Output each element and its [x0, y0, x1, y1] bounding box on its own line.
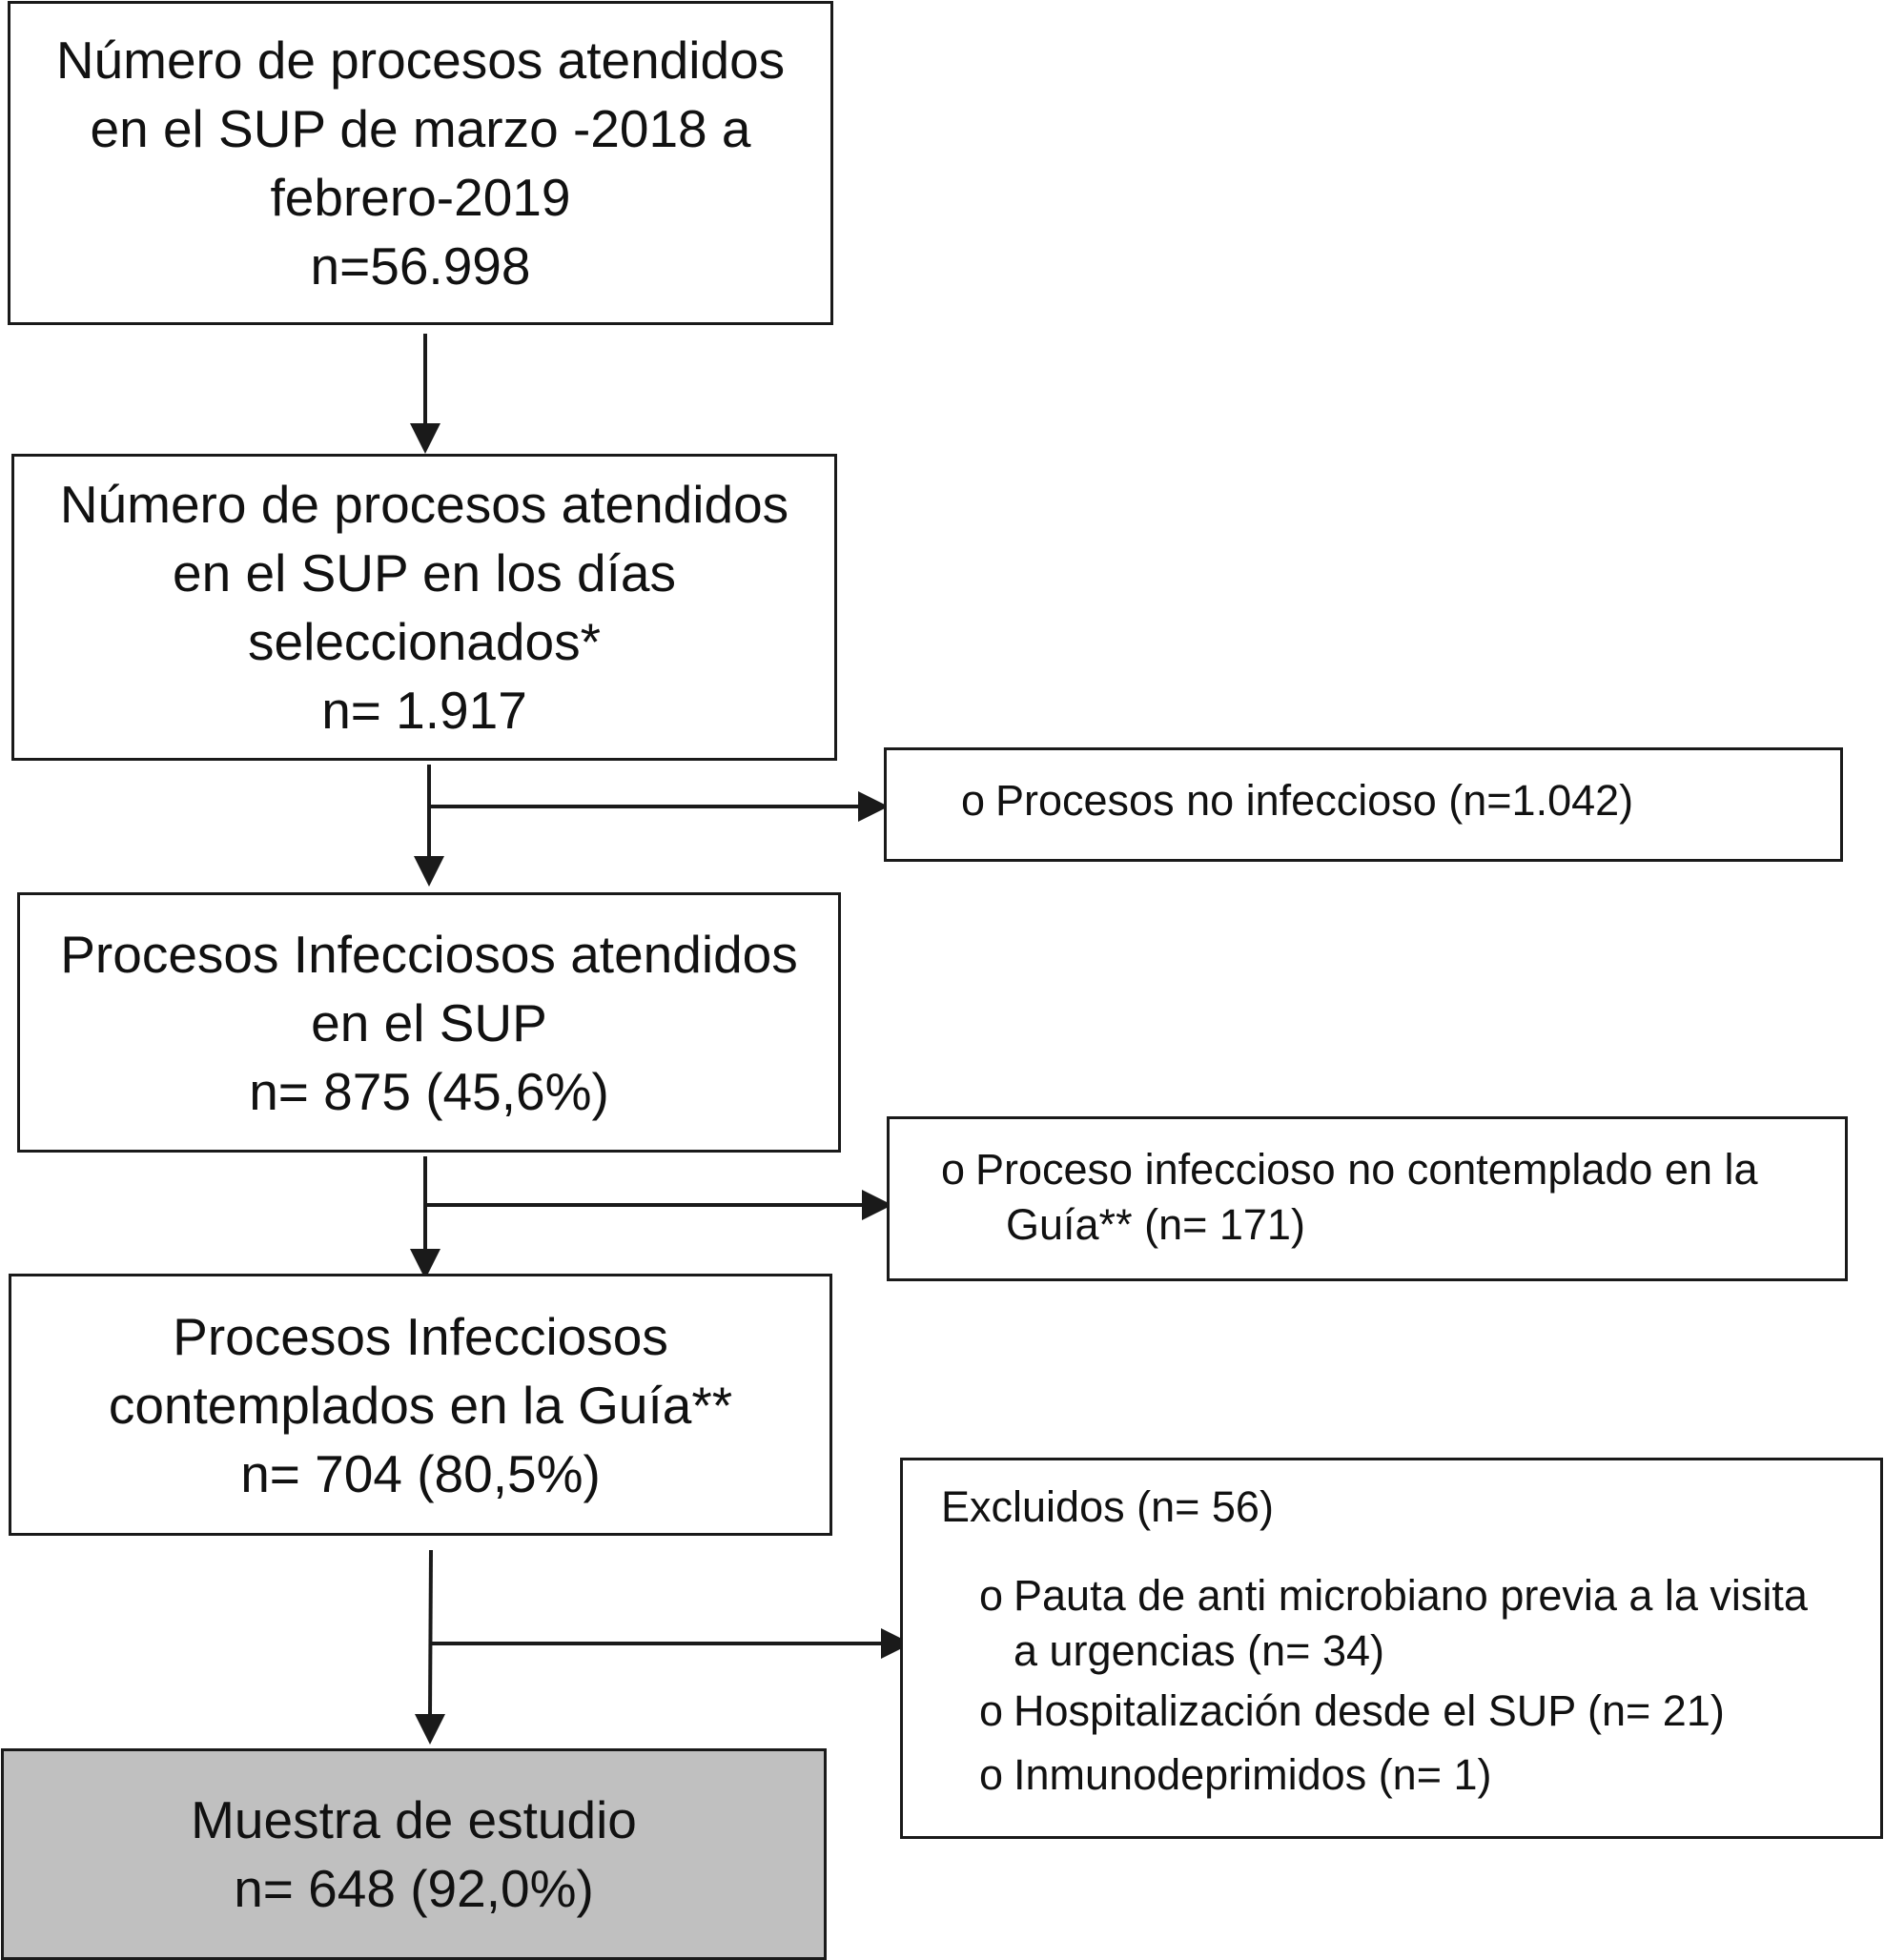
box-total-line-3: febrero-2019	[270, 168, 571, 227]
box-infectious-line-1: Procesos Infecciosos atendidos	[60, 924, 798, 984]
box-selected-line-2: en el SUP en los días	[173, 543, 676, 602]
excluded-antimicrobial-text-2: a urgencias (n= 34)	[1014, 1626, 1384, 1675]
arrow-b4-b5	[428, 1549, 433, 1715]
excluded-antimicrobial-text-1: Pauta de anti microbiano previa a la vis…	[1014, 1571, 1808, 1620]
box-selected-days: Número de procesos atendidos en el SUP e…	[11, 454, 837, 761]
not-in-guide-text-1: Proceso infeccioso no contemplado en la	[975, 1145, 1758, 1194]
not-in-guide-text-2: Guía** (n= 171)	[1006, 1200, 1305, 1249]
box-guide-line-1: Procesos Infecciosos	[173, 1306, 668, 1366]
box-guide-line-2: contemplados en la Guía**	[108, 1375, 733, 1435]
box-selected-line-1: Número de procesos atendidos	[59, 475, 789, 534]
box-sample-count: n= 648 (92,0%)	[234, 1859, 594, 1918]
box-selected-line-3: seleccionados*	[248, 612, 601, 671]
arrowhead-s2	[862, 1190, 892, 1220]
box-total-count: n=56.998	[310, 236, 531, 296]
bullet-mark: o	[979, 1686, 1004, 1735]
arrowhead-s1	[858, 791, 889, 822]
excluded-item-antimicrobial-cont: a urgencias (n= 34)	[1014, 1623, 1384, 1679]
box-selected-count: n= 1.917	[321, 681, 527, 740]
arrowhead-b5	[415, 1714, 445, 1745]
box-infectious-line-2: en el SUP	[311, 992, 547, 1052]
box-total-processes: Número de procesos atendidos en el SUP d…	[8, 1, 833, 325]
arrowhead-b2	[410, 423, 440, 454]
not-in-guide-item-cont: Guía** (n= 171)	[1006, 1197, 1305, 1253]
box-guide-count: n= 704 (80,5%)	[240, 1443, 601, 1503]
bullet-mark: o	[941, 1145, 966, 1194]
bullet-mark: o	[979, 1750, 1004, 1799]
arrowhead-s3	[881, 1628, 911, 1659]
excluded-immunocompromised-text: Inmunodeprimidos (n= 1)	[1014, 1750, 1492, 1799]
excluded-hospitalization-text: Hospitalización desde el SUP (n= 21)	[1014, 1686, 1725, 1735]
box-infectious-count: n= 875 (45,6%)	[249, 1061, 609, 1121]
box-guide-covered: Procesos Infecciosos contemplados en la …	[9, 1274, 832, 1536]
arrowhead-b3	[414, 856, 444, 887]
bullet-mark: o	[979, 1571, 1004, 1620]
box-study-sample: Muestra de estudio n= 648 (92,0%)	[1, 1748, 827, 1960]
arrowhead-b4	[410, 1249, 440, 1279]
box-total-line-1: Número de procesos atendidos	[55, 31, 786, 90]
box-sample-line-1: Muestra de estudio	[191, 1790, 637, 1849]
excluded-title: Excluidos (n= 56)	[941, 1480, 1274, 1535]
non-infectious-text: Procesos no infeccioso (n=1.042)	[995, 776, 1634, 825]
box-total-line-2: en el SUP de marzo -2018 a	[90, 99, 751, 158]
box-infectious: Procesos Infecciosos atendidos en el SUP…	[17, 892, 841, 1153]
excluded-title-text: Excluidos (n= 56)	[941, 1482, 1274, 1531]
bullet-mark: o	[961, 776, 986, 825]
